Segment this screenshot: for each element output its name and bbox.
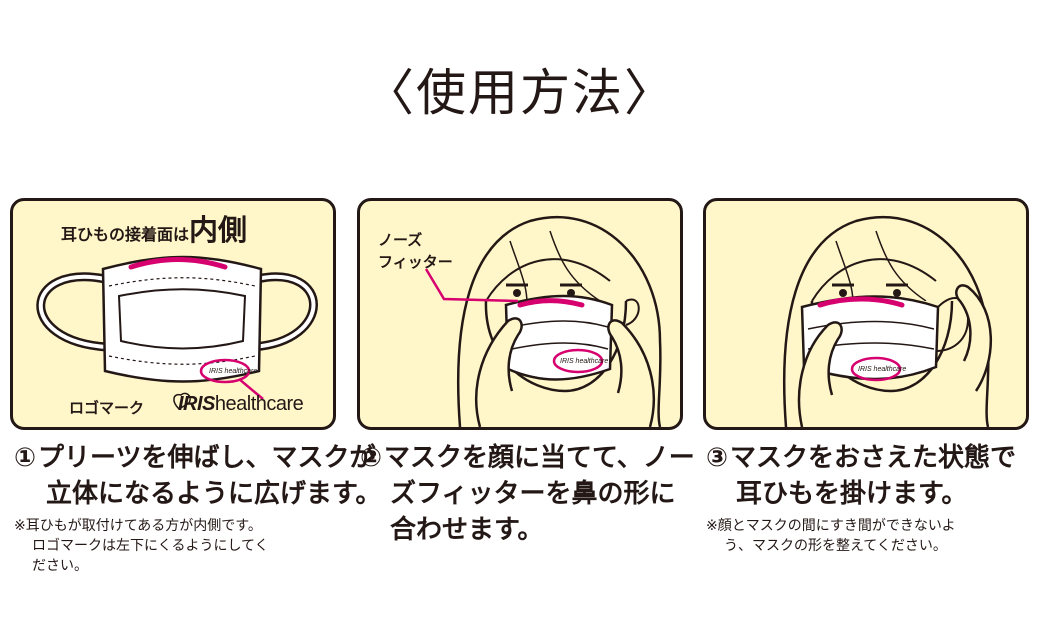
- nose-fitter-label-line1: ノーズ: [378, 231, 423, 249]
- step3-note-line2: う、マスクの形を整えてください。: [724, 538, 947, 554]
- brand-logo-rest: healthcare: [214, 393, 304, 415]
- step3-note: ※顔とマスクの間にすき間ができないよ う、マスクの形を整えてください。: [706, 516, 956, 556]
- step1-note-line3: ださい。: [32, 558, 88, 574]
- flat-mask-illustration: IRIS healthcare: [36, 255, 318, 410]
- step1-line1: プリーツを伸ばし、マスクが: [38, 443, 376, 473]
- step3-line2: 耳ひもを掛けます。: [736, 479, 968, 509]
- panel1-heading-emphasis: 内側: [189, 213, 248, 247]
- step1-illustration-panel: 耳ひもの接着面は内側 IRIS healthcare ロゴマーク IRIShea…: [10, 198, 336, 430]
- step3-illustration-panel: IRIS healthcare: [703, 198, 1029, 430]
- step2-line1: マスクを顔に当てて、ノー: [384, 443, 695, 473]
- logo-highlight-circle: [199, 358, 251, 384]
- step2-number: ②: [360, 443, 383, 473]
- nose-fitter-pointer: [424, 268, 519, 303]
- step3-line1: マスクをおさえた状態で: [730, 443, 1017, 473]
- brand-heart-icon: [173, 392, 191, 410]
- step2-illustration-panel: IRIS healthcare ノーズ フィッター: [357, 198, 683, 430]
- step3-note-line1: ※顔とマスクの間にすき間ができないよ: [706, 518, 956, 534]
- logo-mark-label: ロゴマーク: [69, 399, 145, 417]
- panel1-heading-prefix: 耳ひもの接着面は: [61, 225, 190, 244]
- brand-logo-bold: IRIS: [178, 393, 215, 415]
- face-ear-loop-illustration: IRIS healthcare: [783, 215, 992, 427]
- brand-logo: IRIShealthcare: [178, 393, 304, 416]
- step2-line2: ズフィッターを鼻の形に: [390, 479, 676, 509]
- step1-line2: 立体になるように広げます。: [46, 479, 382, 509]
- step1-instruction: ①プリーツを伸ばし、マスクが 立体になるように広げます。: [14, 440, 381, 512]
- step1-number: ①: [14, 443, 37, 473]
- mask-logo-text: IRIS healthcare: [209, 368, 257, 375]
- step3-number: ③: [706, 443, 729, 473]
- step2-instruction: ②マスクを顔に当てて、ノー ズフィッターを鼻の形に 合わせます。: [360, 440, 695, 548]
- step1-note-line2: ロゴマークは左下にくるようにしてく: [32, 538, 269, 554]
- nose-fitter-label: ノーズ フィッター: [378, 229, 453, 273]
- panel1-heading: 耳ひもの接着面は内側: [61, 215, 247, 250]
- nose-wire-marker: [128, 257, 228, 270]
- step2-line3: 合わせます。: [390, 515, 544, 545]
- face-mask-fitting-illustration: IRIS healthcare: [424, 215, 662, 427]
- nose-fitter-marker: [517, 298, 585, 308]
- step1-note: ※耳ひもが取付けてある方が内側です。 ロゴマークは左下にくるようにしてく ださい…: [14, 516, 269, 576]
- step1-note-line1: ※耳ひもが取付けてある方が内側です。: [14, 518, 262, 534]
- mask-logo-text: IRIS healthcare: [560, 358, 608, 365]
- nose-fitter-label-line2: フィッター: [378, 253, 453, 271]
- step3-instruction: ③マスクをおさえた状態で 耳ひもを掛けます。: [706, 440, 1016, 512]
- mask-logo-text: IRIS healthcare: [858, 366, 906, 373]
- page-title: 〈使用方法〉: [364, 64, 676, 122]
